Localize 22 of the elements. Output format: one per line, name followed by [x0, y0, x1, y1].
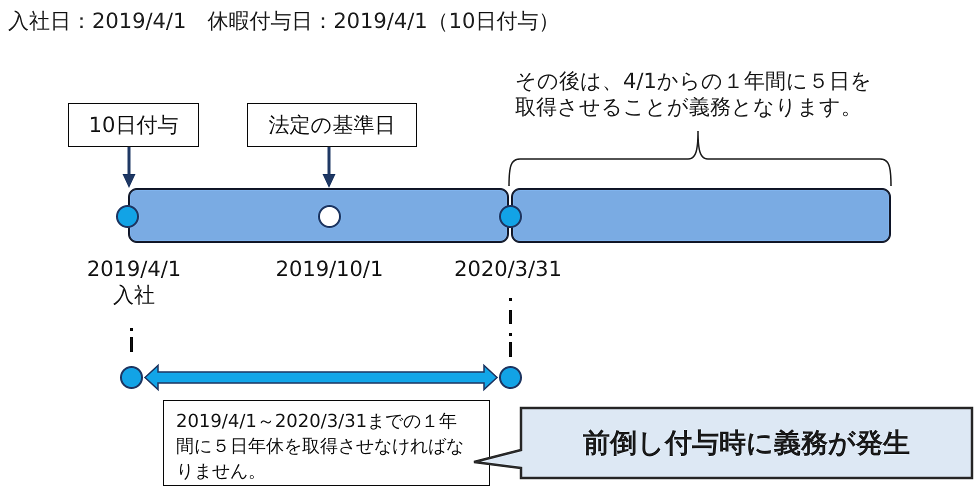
box-label: 10日付与 — [88, 112, 178, 139]
box-label: 法定の基準日 — [268, 112, 396, 139]
date-label: 2019/10/1 — [276, 256, 384, 282]
note-text: 2019/4/1～2020/3/31までの１年間に５日年休を取得させなければなりません。 — [176, 410, 465, 484]
double-arrow — [144, 364, 498, 392]
arrow — [322, 147, 336, 188]
timeline-bar — [511, 188, 891, 243]
callout-text: 前倒し付与時に義務が発生 — [583, 427, 910, 461]
arrow — [122, 147, 136, 188]
date-label: 2019/4/1 — [86, 256, 182, 282]
label-box — [68, 103, 199, 147]
annotation-text: その後は、4/1からの１年間に５日を取得させることが義務となります。 — [515, 68, 873, 120]
label-box — [247, 103, 417, 147]
circle-marker-icon — [318, 205, 341, 228]
timeline-bar — [128, 188, 509, 243]
event-label: 入社 — [113, 282, 155, 308]
date-label: 2020/3/31 — [454, 256, 562, 282]
note-box — [163, 400, 490, 486]
circle-marker-icon — [116, 205, 139, 228]
circle-marker-icon — [120, 366, 143, 389]
title: 入社日：2019/4/1 休暇付与日：2019/4/1（10日付与） — [8, 8, 560, 34]
circle-marker-icon — [499, 366, 522, 389]
